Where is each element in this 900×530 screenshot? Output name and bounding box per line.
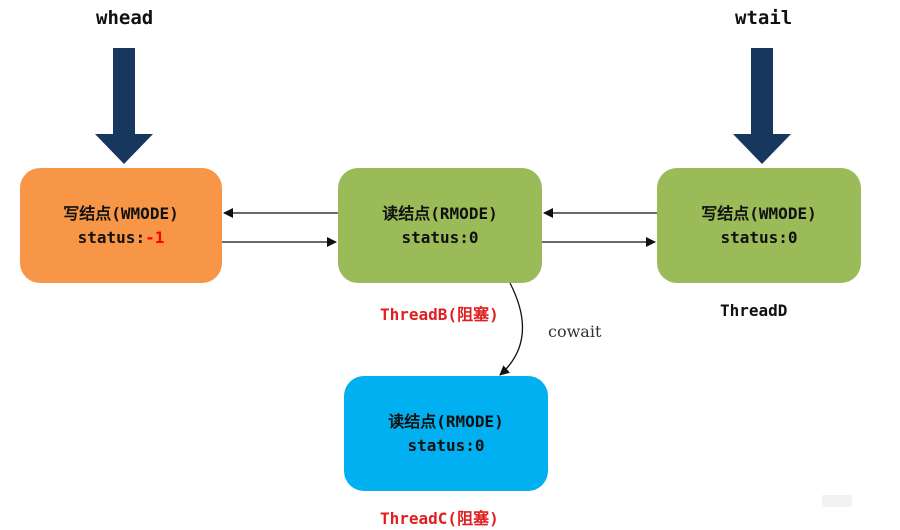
cowait-label: cowait (548, 322, 602, 341)
status-label: status: (407, 435, 475, 455)
node-title: 读结点(RMODE) (388, 411, 504, 431)
node-status: status:0 (401, 226, 478, 250)
node-status: status:-1 (78, 226, 165, 250)
cowait-curve-arrow (499, 282, 524, 376)
wtail-pointer-arrow (733, 48, 791, 164)
thread-b-label: ThreadB(阻塞) (380, 305, 499, 324)
read-node-b: 读结点(RMODE) status:0 (338, 168, 542, 283)
status-label: status: (401, 227, 469, 247)
status-label: status: (77, 227, 146, 247)
wtail-label: wtail (735, 7, 793, 29)
status-value: -1 (145, 227, 165, 247)
whead-pointer-arrow (95, 48, 153, 164)
background-patch (822, 495, 852, 507)
node-status: status:0 (720, 226, 797, 250)
status-label: status: (720, 227, 788, 247)
read-node-c: 读结点(RMODE) status:0 (344, 376, 548, 491)
status-value: 0 (787, 227, 798, 247)
thread-c-label: ThreadC(阻塞) (380, 509, 499, 528)
status-value: 0 (474, 435, 485, 455)
node-title: 写结点(WMODE) (63, 203, 179, 223)
whead-label: whead (96, 7, 154, 29)
write-tail-node: 写结点(WMODE) status:0 (657, 168, 861, 283)
thread-d-label: ThreadD (720, 301, 788, 320)
node-title: 写结点(WMODE) (701, 203, 817, 223)
status-value: 0 (468, 227, 479, 247)
node-status: status:0 (407, 434, 484, 458)
node-title: 读结点(RMODE) (382, 203, 498, 223)
write-head-node: 写结点(WMODE) status:-1 (20, 168, 222, 283)
